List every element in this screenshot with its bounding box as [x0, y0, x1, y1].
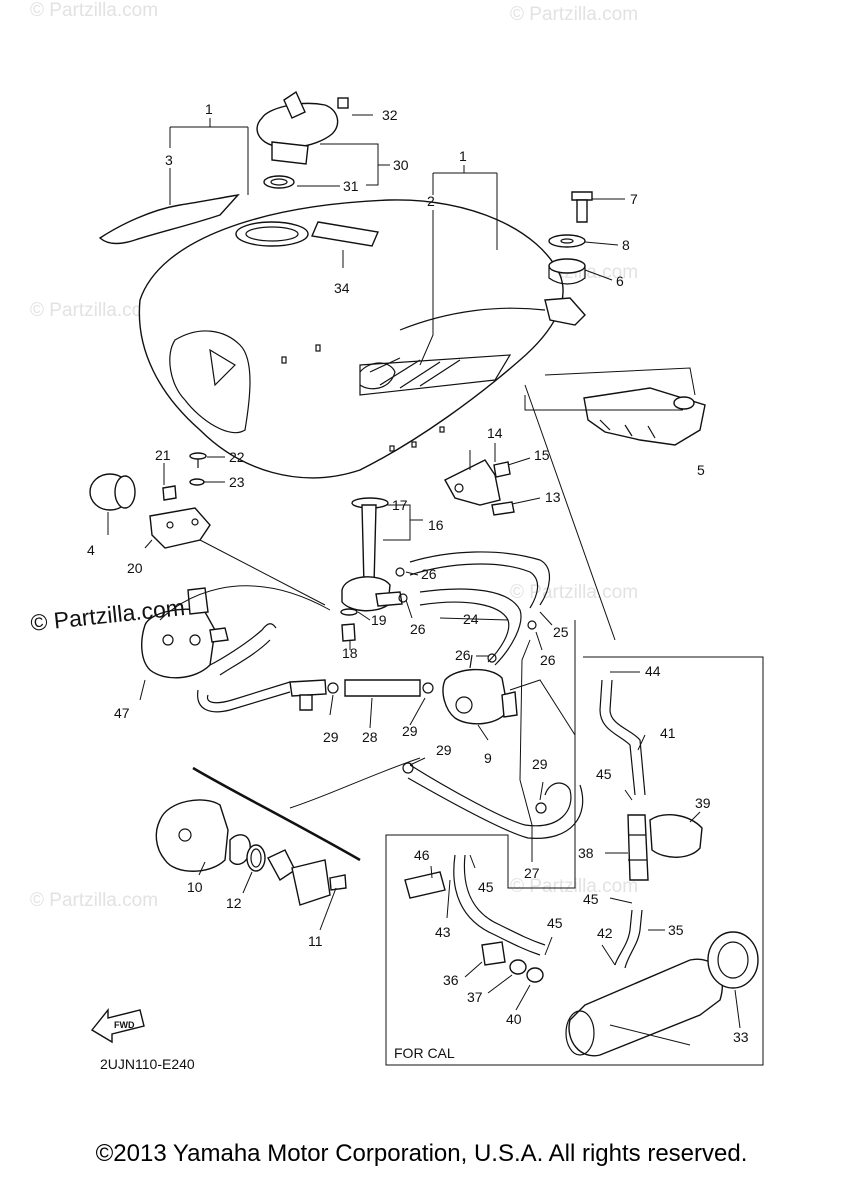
callout-2: 2 [427, 193, 435, 209]
fuel-joint [289, 679, 434, 711]
variant-label: FOR CAL [394, 1045, 455, 1061]
callout-28: 28 [362, 729, 378, 745]
callout-29b: 29 [402, 723, 418, 739]
callout-26b: 26 [410, 621, 426, 637]
pump-separator [192, 766, 361, 862]
cock-bracket-hardware [149, 452, 211, 549]
pump-link-line [289, 757, 421, 809]
callout-29c: 29 [436, 742, 452, 758]
callout-10: 10 [187, 879, 203, 895]
callout-45d: 45 [547, 915, 563, 931]
callout-40: 33 [733, 1029, 749, 1045]
callout-41: 41 [660, 725, 676, 741]
callout-1: 1 [205, 101, 213, 117]
callout-38: 38 [578, 845, 594, 861]
tank-rear-bracket [583, 387, 706, 446]
callout-30: 30 [393, 157, 409, 173]
watermark: © Partzilla.com [510, 876, 639, 897]
callout-29a: 29 [323, 729, 339, 745]
callout-4: 4 [87, 542, 95, 558]
watermark: © Partzilla.com [510, 582, 639, 603]
callout-22: 22 [229, 449, 245, 465]
tank-side-emblem [98, 193, 240, 245]
callout-43: 43 [435, 924, 451, 940]
vent-hose [402, 762, 584, 839]
watermark: © Partzilla.com [30, 0, 159, 21]
callout-27: 27 [524, 865, 540, 881]
callout-24: 24 [463, 611, 479, 627]
callout-21: 21 [155, 447, 171, 463]
callout-46: 46 [414, 847, 430, 863]
callout-20: 20 [127, 560, 143, 576]
leader-lines [107, 114, 741, 1046]
diagram-code: 2UJN110-E240 [100, 1056, 195, 1072]
fwd-arrow: FWD [90, 1008, 145, 1044]
callout-15: 15 [534, 447, 550, 463]
callout-26d: 26 [540, 652, 556, 668]
watermark: © Partzilla.com [30, 300, 159, 321]
fuel-cock-bracket [444, 459, 515, 516]
callout-32: 32 [382, 107, 398, 123]
callout-45b: 45 [478, 879, 494, 895]
fuel-cap-assy [256, 90, 349, 189]
callout-39: 39 [695, 795, 711, 811]
fuel-valve [442, 654, 518, 725]
callout-44: 44 [645, 663, 661, 679]
callout-31: 31 [343, 178, 359, 194]
callout-1b: 1 [459, 148, 467, 164]
cal-evap-parts [404, 679, 759, 1057]
callout-25: 25 [553, 624, 569, 640]
callout-8: 8 [622, 237, 630, 253]
watermark: © Partzilla.com [510, 4, 639, 25]
watermark: © Partzilla.com [30, 890, 159, 911]
fuel-pump [141, 587, 291, 713]
callout-19: 19 [371, 612, 387, 628]
callout-47: 47 [114, 705, 130, 721]
callout-42: 35 [668, 922, 684, 938]
callout-37: 40 [506, 1011, 522, 1027]
callout-12: 12 [226, 895, 242, 911]
cal-frame [385, 656, 764, 1066]
callout-14: 14 [487, 425, 503, 441]
callout-numbers: 1 3 32 30 31 1 2 7 8 6 34 5 21 22 23 14 … [87, 101, 749, 1045]
fuel-hoses [395, 551, 550, 666]
callout-26c: 26 [455, 647, 471, 663]
callout-18: 18 [342, 645, 358, 661]
callout-7: 7 [630, 191, 638, 207]
callout-23: 23 [229, 474, 245, 490]
callout-6: 6 [616, 273, 624, 289]
tank-rear-mount [544, 191, 593, 326]
pump-exploded [155, 799, 347, 906]
fuel-tank [138, 199, 564, 479]
callout-17: 17 [392, 497, 408, 513]
tank-front-damper [89, 473, 136, 511]
callout-29d: 29 [532, 756, 548, 772]
callout-13: 13 [545, 489, 561, 505]
callout-16: 16 [428, 517, 444, 533]
callout-11: 11 [308, 933, 323, 949]
callout-26a: 26 [421, 566, 437, 582]
fuel-cock-assy [340, 497, 403, 642]
callout-36: 37 [467, 989, 483, 1005]
callout-45c: 45 [583, 891, 599, 907]
callout-9: 9 [484, 750, 492, 766]
callout-3: 3 [165, 152, 173, 168]
callout-35: 36 [443, 972, 459, 988]
callout-45e: 42 [597, 925, 613, 941]
callout-5: 5 [697, 462, 705, 478]
callout-34: 34 [334, 280, 350, 296]
copyright-notice: ©2013 Yamaha Motor Corporation, U.S.A. A… [95, 1140, 748, 1167]
callout-45a: 45 [596, 766, 612, 782]
fwd-label: FWD [114, 1020, 135, 1030]
